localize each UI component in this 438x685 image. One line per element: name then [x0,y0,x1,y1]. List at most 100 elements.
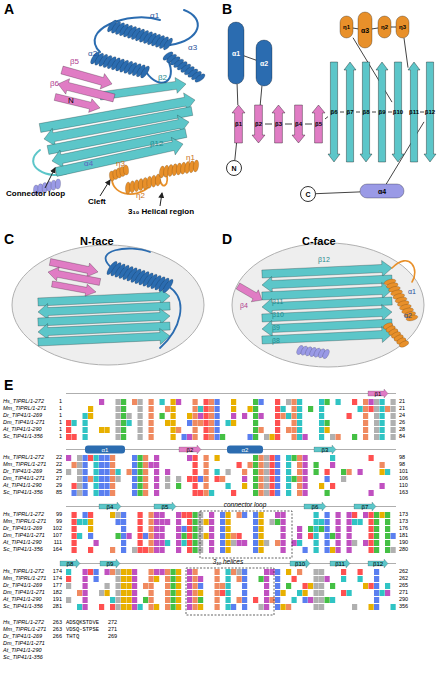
residue-cell [193,540,198,546]
residue-cell [116,476,121,482]
helix-outline [358,12,372,48]
strand-arrow: β4 [292,105,305,143]
residue-cell [138,490,143,496]
residue-cell [149,427,154,433]
helix-turn [398,340,409,349]
residue-cell [391,434,396,440]
figure-label: Sc_TIP41/1-356 [3,434,43,440]
residue-cell [314,462,319,468]
residue-cell [303,469,308,475]
residue-cell [347,519,352,525]
residue-cell [319,569,324,575]
residue-cell [325,540,330,546]
figure-label: Cleft [88,198,106,206]
residue-cell [198,476,203,482]
strand-outline [272,105,285,143]
residue-cell [297,462,302,468]
residue-cell [182,434,187,440]
residue-cell [132,469,137,475]
residue-cell [72,519,77,525]
figure-label: VDSQ-STPSE [66,627,99,633]
residue-cell [330,483,335,489]
residue-cell [347,547,352,553]
residue-cell [160,512,165,518]
residue-cell [297,406,302,412]
residue-cell [105,483,110,489]
figure-label: 22 [56,462,62,468]
figure-label: 21 [399,406,405,412]
residue-cell [94,540,99,546]
figure-label: α1 [102,447,109,453]
residue-cell [259,469,264,475]
residue-cell [226,604,231,610]
residue-cell [132,455,137,461]
residue-cell [110,469,115,475]
chain-connector [260,86,262,105]
residue-cell [149,462,154,468]
residue-cell [363,413,368,419]
residue-cell [275,483,280,489]
residue-cell [66,434,71,440]
residue-cell [121,576,126,582]
residue-cell [374,597,379,603]
residue-cell [132,576,137,582]
residue-cell [341,476,346,482]
helix-outline [228,22,244,84]
strand-glyph [314,445,336,454]
residue-cell [121,512,126,518]
figure-label: Hs_TIPRL/1-272 [3,620,44,626]
residue-cell [154,526,159,532]
residue-cell [253,462,258,468]
residue-cell [391,533,396,539]
beta-strand [262,327,392,345]
residue-cell [319,583,324,589]
residue-cell [253,476,258,482]
residue-cell [215,434,220,440]
residue-cell [176,583,181,589]
residue-cell [275,512,280,518]
residue-cell [319,597,324,603]
residue-cell [264,569,269,575]
residue-cell [209,547,214,553]
figure-label: α1 [150,12,159,20]
figure-label: 191 [53,597,62,603]
residue-cell [94,483,99,489]
residue-cell [275,399,280,405]
residue-cell [264,462,269,468]
residue-cell [171,597,176,603]
residue-cell [303,476,308,482]
residue-cell [110,476,115,482]
residue-cell [319,427,324,433]
residue-cell [325,490,330,496]
residue-cell [220,526,225,532]
callout-arrow [100,180,110,196]
residue-cell [374,434,379,440]
terminus-circle: C [300,186,316,202]
strand-arrow: β11 [408,62,420,162]
residue-cell [149,413,154,419]
residue-cell [193,597,198,603]
residue-cell [242,512,247,518]
residue-cell [88,512,93,518]
residue-cell [264,583,269,589]
residue-cell [281,547,286,553]
residue-cell [171,583,176,589]
dashed-box [186,568,274,615]
residue-cell [253,413,258,419]
residue-cell [83,490,88,496]
figure-label: Sc_TIP41/1-356 [3,655,43,661]
residue-cell [325,526,330,532]
figure-label: connector loop [224,502,267,509]
residue-cell [182,533,187,539]
residue-cell [314,519,319,525]
residue-cell [231,569,236,575]
figure-label: β1 [375,391,382,397]
residue-cell [138,455,143,461]
residue-cell [121,434,126,440]
residue-cell [165,483,170,489]
residue-cell [358,576,363,582]
residue-cell [253,455,258,461]
residue-cell [187,434,192,440]
residue-cell [127,413,132,419]
residue-cell [259,476,264,482]
